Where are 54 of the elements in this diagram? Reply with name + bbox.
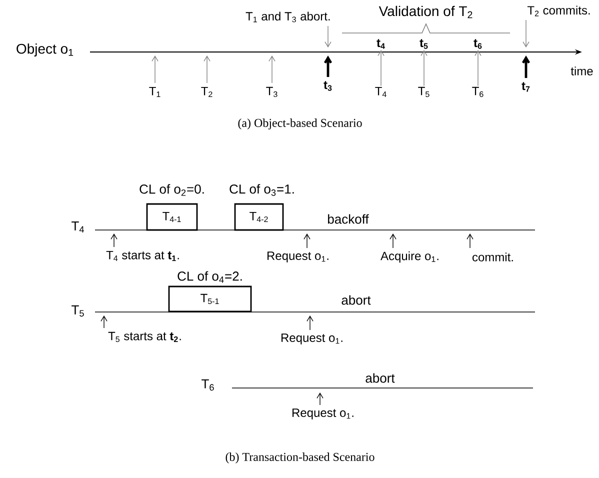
event-label: T$_{3}$ xyxy=(266,86,278,98)
event-label: t$_{7}$ xyxy=(522,82,530,92)
axis-label: time xyxy=(570,66,593,76)
event-label: t$_{3}$ xyxy=(324,81,332,91)
task-box: T$_{4-2}$ xyxy=(234,203,284,231)
event-label: T$_{2}$ commits. xyxy=(527,6,590,16)
event-label: T$_{6}$ xyxy=(472,86,484,98)
row-label: T$_{4}$ xyxy=(72,221,84,233)
arrow xyxy=(268,56,276,84)
arrow xyxy=(420,50,428,86)
row-label: T$_{5}$ xyxy=(72,305,84,317)
axis-label: Object o$_{1}$ xyxy=(16,43,74,57)
event-label: T$_{1}$ xyxy=(149,86,160,98)
arrow xyxy=(378,50,384,86)
arrow xyxy=(100,316,108,328)
arrow xyxy=(110,234,118,248)
arrow xyxy=(522,56,530,78)
task-box: T$_{5-1}$ xyxy=(168,286,252,312)
arrow xyxy=(204,56,210,84)
event-label: T$_{4}$ starts at t$_{1}$. xyxy=(106,250,179,262)
event-label: T$_{2}$ xyxy=(201,86,212,98)
arrow xyxy=(324,26,332,48)
arrow xyxy=(316,392,324,406)
caption: (b) Transaction-based Scenario xyxy=(226,452,374,464)
task-box: T$_{4-1}$ xyxy=(146,203,198,231)
event-label: Request o$_{1}$. xyxy=(292,408,354,420)
caption: (a) Object-based Scenario xyxy=(238,118,362,130)
arrow xyxy=(466,234,474,248)
timeline-label: Validation of T$_{2}$ xyxy=(378,6,472,18)
event-label: Request o$_{1}$. xyxy=(268,252,328,262)
row-label: abort xyxy=(366,373,395,383)
event-label: t$_{4}$ xyxy=(376,39,385,49)
row-label: abort xyxy=(342,295,371,305)
event-label: Request o$_{1}$. xyxy=(282,334,342,344)
event-label: T$_{1}$ and T$_{3}$ abort. xyxy=(246,12,330,22)
arrow xyxy=(152,56,158,84)
arrow xyxy=(474,50,482,86)
event-label: t$_{5}$ xyxy=(420,39,428,49)
event-label: T$_{5}$ xyxy=(418,86,430,98)
annotation: CL of o$_{3}$=1. xyxy=(230,184,294,196)
row-label: T$_{6}$ xyxy=(202,379,214,391)
arrow xyxy=(324,56,332,77)
arrow xyxy=(306,316,314,330)
annotation: CL of o$_{4}$=2. xyxy=(178,271,242,283)
arrow xyxy=(390,234,396,248)
row-label: backoff xyxy=(328,214,369,224)
arrow xyxy=(522,20,530,48)
event-label: T$_{5}$ starts at t$_{2}$. xyxy=(108,332,181,342)
arrow xyxy=(304,234,310,248)
annotation: CL of o$_{2}$=0. xyxy=(140,184,204,196)
event-label: Acquire o$_{1}$. xyxy=(380,251,438,263)
event-label: t$_{6}$ xyxy=(474,39,482,49)
event-label: commit. xyxy=(472,252,513,262)
event-label: T$_{4}$ xyxy=(375,86,386,98)
